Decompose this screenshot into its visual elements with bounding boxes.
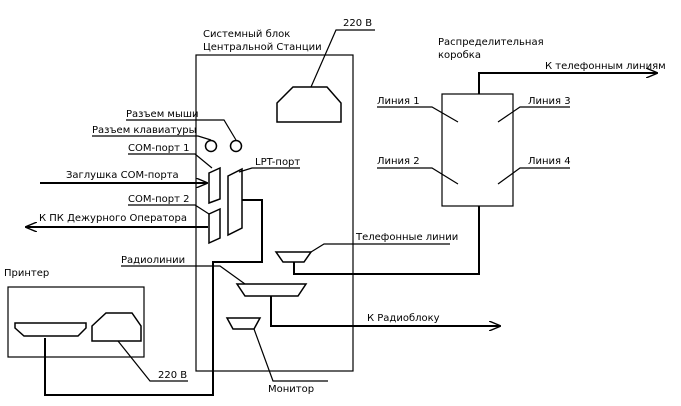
printer-power-connector (91, 312, 142, 342)
lpt-printer-cable (44, 199, 263, 396)
dist-line4-label: Линия 4 (528, 156, 571, 167)
system-unit-box (195, 54, 354, 372)
to-phone-cable (478, 73, 657, 94)
dist-box-title-1: Распределительная (438, 37, 544, 48)
radio-port (235, 283, 308, 297)
phone-lines-label: Телефонные линии (355, 232, 458, 243)
monitor-leader (253, 328, 328, 382)
com2-leader (128, 204, 210, 215)
keyboard-port-leader (92, 135, 212, 141)
lpt-port (227, 167, 243, 237)
power-top-label: 220 В (343, 18, 372, 29)
power-connector-top (276, 86, 342, 123)
dist-box (441, 93, 514, 207)
com1-label: COM-порт 1 (128, 143, 189, 154)
lpt-leader (238, 167, 300, 173)
dist-line2-leader (377, 167, 459, 185)
printer-power-leader (117, 340, 188, 382)
dist-line3-leader (497, 106, 570, 123)
radio-lines-label: Радиолинии (121, 255, 185, 266)
keyboard-port-label: Разъем клавиатуры (92, 125, 196, 136)
phone-port (274, 251, 313, 263)
dist-line1-label: Линия 1 (377, 96, 420, 107)
printer-box (7, 286, 145, 358)
dist-line1-leader (377, 106, 459, 123)
power-top-leader (310, 29, 375, 88)
mouse-port-label: Разъем мыши (126, 109, 199, 120)
to-phone-label: К телефонным линиям (545, 61, 666, 72)
phone-cable (293, 206, 480, 275)
phone-lines-leader (310, 243, 450, 253)
radio-cable (270, 296, 500, 326)
mouse-port-leader (126, 119, 237, 141)
com2-label: COM-порт 2 (128, 194, 189, 205)
monitor-port (225, 317, 262, 330)
dist-line2-label: Линия 2 (377, 156, 420, 167)
printer-label: Принтер (4, 268, 49, 279)
printer-power-label: 220 В (158, 370, 187, 381)
system-unit-title-1: Системный блок (203, 29, 290, 40)
to-radio-label: К Радиоблоку (367, 313, 440, 324)
radio-lines-leader (121, 265, 246, 285)
keyboard-port (204, 139, 218, 153)
com1-plug-label: Заглушка COM-порта (66, 170, 179, 181)
system-unit-title-2: Центральной Станции (203, 42, 322, 53)
dist-line3-label: Линия 3 (528, 96, 571, 107)
com1-leader (128, 153, 213, 169)
printer-port (14, 322, 87, 337)
com2-port (208, 207, 221, 245)
lpt-label: LPT-порт (255, 157, 300, 168)
mouse-port (229, 139, 243, 153)
duty-pc-label: К ПК Дежурного Оператора (39, 213, 187, 224)
monitor-label: Монитор (268, 384, 314, 395)
dist-line4-leader (497, 167, 570, 185)
dist-box-title-2: коробка (438, 50, 481, 61)
com1-port (208, 166, 221, 205)
